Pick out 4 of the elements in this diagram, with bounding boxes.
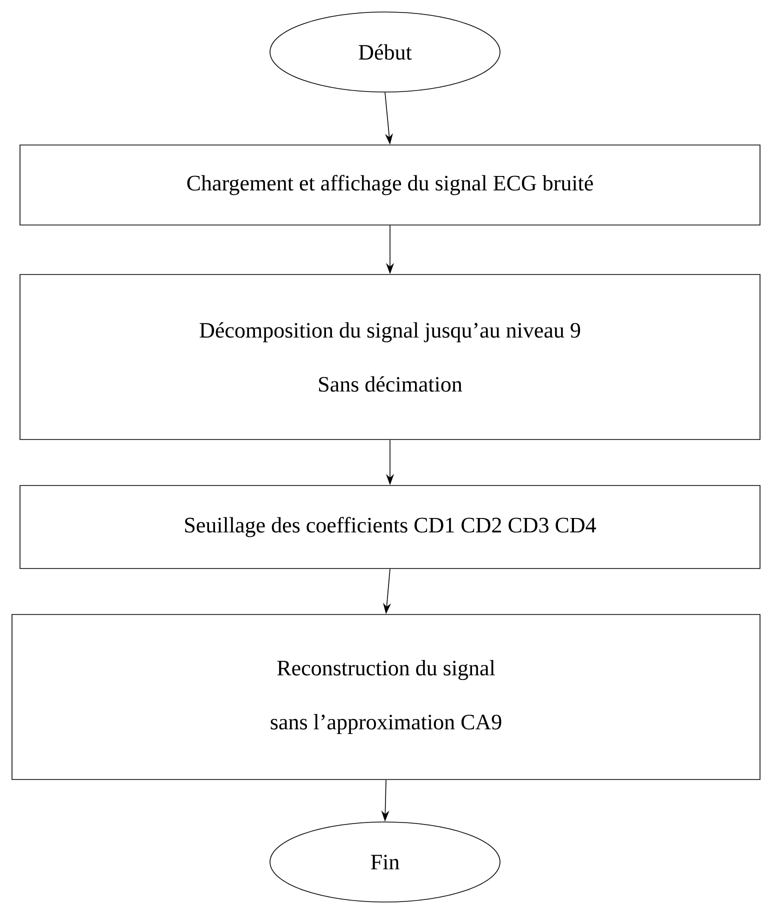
- process-box: Reconstruction du signal sans l’approximation CA9: [12, 614, 760, 780]
- process-box: Seuillage des coefficients CD1 CD2 CD3 CD4: [20, 485, 760, 569]
- process-box: Chargement et affichage du signal ECG bruité: [20, 144, 760, 226]
- process-box: Décomposition du signal jusqu’au niveau 9 Sans décimation: [20, 274, 760, 440]
